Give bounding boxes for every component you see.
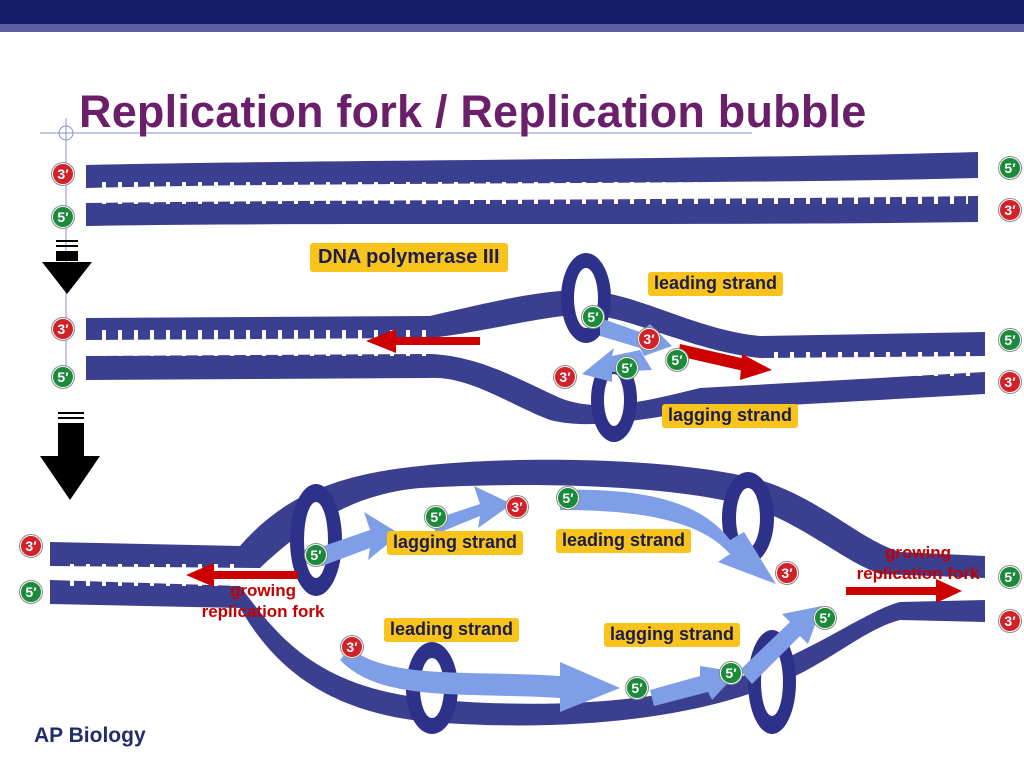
three-prime-end-badge: 3′ — [20, 535, 42, 557]
five-prime-end-badge: 5′ — [52, 366, 74, 388]
slide-top-bar-accent — [0, 24, 1024, 32]
three-prime-end-badge: 3′ — [999, 371, 1021, 393]
five-prime-end-badge: 5′ — [814, 607, 836, 629]
bubble-lagging-strand-label: lagging strand — [387, 531, 524, 555]
five-prime-end-badge: 5′ — [425, 506, 447, 528]
dna-duplex-top — [85, 152, 979, 226]
down-arrow-icon — [40, 412, 100, 500]
replication-fork — [85, 253, 986, 442]
three-prime-end-badge: 3′ — [776, 562, 798, 584]
down-arrow-icon — [42, 240, 92, 294]
three-prime-end-badge: 3′ — [52, 318, 74, 340]
five-prime-end-badge: 5′ — [999, 329, 1021, 351]
three-prime-end-badge: 3′ — [999, 610, 1021, 632]
five-prime-end-badge: 5′ — [626, 677, 648, 699]
bubble-lagging-strand-label-bottom: lagging strand — [604, 623, 741, 647]
three-prime-end-badge: 3′ — [52, 163, 74, 185]
bubble-leading-strand-label-bottom: leading strand — [384, 618, 520, 642]
lagging-strand-label: lagging strand — [662, 404, 799, 428]
five-prime-end-badge: 5′ — [20, 581, 42, 603]
three-prime-end-badge: 3′ — [341, 636, 363, 658]
three-prime-end-badge: 3′ — [999, 199, 1021, 221]
five-prime-end-badge: 5′ — [557, 487, 579, 509]
three-prime-end-badge: 3′ — [638, 328, 660, 350]
replication-bubble — [49, 459, 985, 734]
five-prime-end-badge: 5′ — [582, 306, 604, 328]
slide-footer: AP Biology — [34, 724, 146, 747]
five-prime-end-badge: 5′ — [52, 206, 74, 228]
five-prime-end-badge: 5′ — [720, 662, 742, 684]
three-prime-end-badge: 3′ — [506, 496, 528, 518]
leading-strand-label: leading strand — [648, 272, 784, 296]
five-prime-end-badge: 5′ — [999, 157, 1021, 179]
five-prime-end-badge: 5′ — [999, 566, 1021, 588]
five-prime-end-badge: 5′ — [616, 357, 638, 379]
growing-fork-right-label: growing replication fork — [856, 543, 980, 583]
dna-polymerase-label: DNA polymerase III — [310, 243, 508, 272]
five-prime-end-badge: 5′ — [666, 349, 688, 371]
five-prime-end-badge: 5′ — [305, 544, 327, 566]
slide-title: Replication fork / Replication bubble — [79, 86, 867, 137]
bubble-leading-strand-label: leading strand — [556, 529, 692, 553]
three-prime-end-badge: 3′ — [554, 366, 576, 388]
growing-fork-left-label: growing replication fork — [201, 581, 325, 621]
slide-top-bar — [0, 0, 1024, 24]
